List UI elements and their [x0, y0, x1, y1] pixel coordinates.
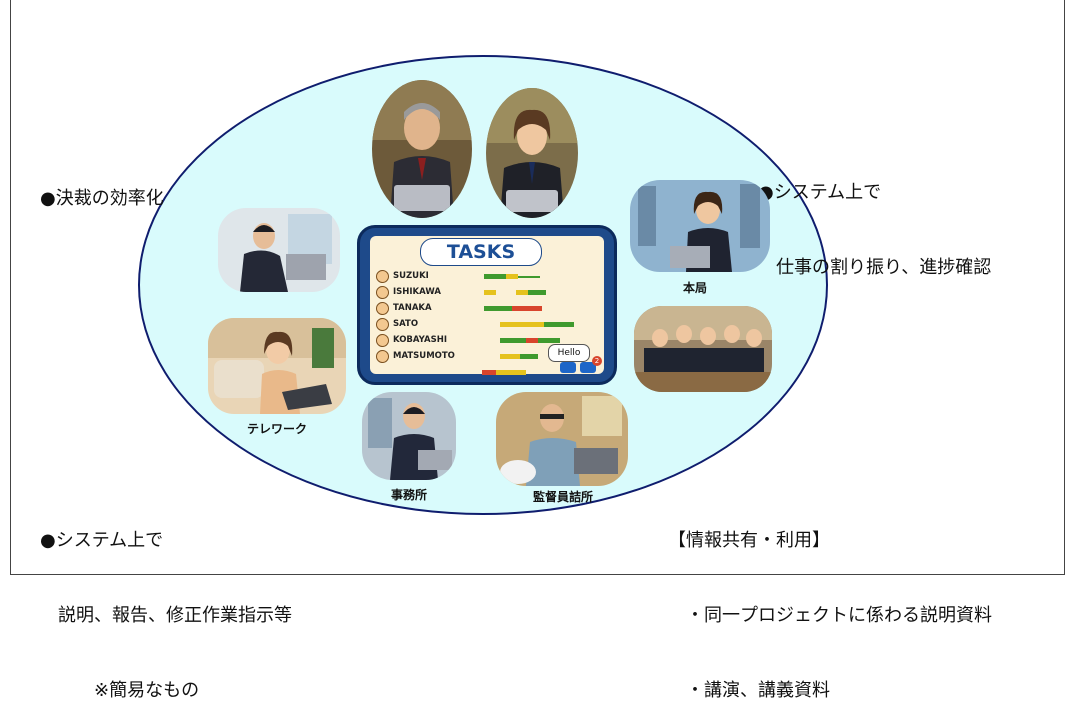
caption-telework: テレワーク	[246, 422, 307, 436]
gantt-bar	[528, 290, 546, 295]
office-worker-picture	[218, 208, 340, 292]
executive-senior-portrait	[372, 80, 472, 218]
message-icon	[580, 362, 596, 373]
task-row-name: TANAKA	[393, 303, 432, 313]
gantt-bar	[500, 338, 526, 343]
task-board-title: TASKS	[420, 238, 542, 266]
outer-frame	[10, 0, 1065, 575]
task-row-name: MATSUMOTO	[393, 351, 455, 361]
gantt-bar	[518, 276, 540, 278]
person-face-icon	[376, 302, 389, 315]
gantt-bar	[496, 370, 526, 375]
field-office-picture	[362, 392, 456, 480]
gantt-bar	[484, 290, 496, 295]
task-board-panel: TASKS SUZUKI ISHIKAWA TANAKA SATO KOBAYA…	[370, 236, 604, 375]
person-face-icon	[376, 350, 389, 363]
note-line: ※簡易なもの	[40, 680, 200, 701]
chat-bubble: Hello	[548, 344, 590, 362]
note-top-left: ●決裁の効率化	[40, 136, 164, 236]
gantt-bar	[520, 354, 538, 359]
gantt-bar	[526, 338, 538, 343]
gantt-bar	[512, 306, 542, 311]
task-row-name: SATO	[393, 319, 419, 329]
note-line: 仕事の割り振り、進捗確認	[758, 257, 992, 278]
gantt-bar	[506, 274, 518, 279]
gantt-bar	[516, 290, 528, 295]
chat-icon	[560, 362, 576, 373]
site-supervisor-picture	[496, 392, 628, 486]
note-bottom-left: ●システム上で 説明、報告、修正作業指示等 ※簡易なもの	[40, 478, 292, 728]
note-bottom-right: 【情報共有・利用】 ・同一プロジェクトに係わる説明資料 ・講演、講義資料	[668, 478, 992, 728]
person-face-icon	[376, 318, 389, 331]
person-face-icon	[376, 270, 389, 283]
person-face-icon	[376, 334, 389, 347]
caption-kantoku: 監督員詰所	[532, 490, 593, 504]
task-board: TASKS SUZUKI ISHIKAWA TANAKA SATO KOBAYA…	[357, 225, 617, 385]
gantt-bar	[500, 354, 520, 359]
note-line: ●システム上で	[758, 182, 882, 203]
gantt-bar	[482, 370, 496, 375]
gantt-bar	[500, 322, 544, 327]
caption-honkyoku: 本局	[682, 281, 707, 295]
note-line: ・同一プロジェクトに係わる説明資料	[668, 605, 992, 626]
telework-picture	[208, 318, 346, 414]
note-top-right: ●システム上で 仕事の割り振り、進捗確認	[758, 130, 991, 305]
task-row-name: SUZUKI	[393, 271, 429, 281]
note-line: ●決裁の効率化	[40, 188, 164, 209]
executive-woman-portrait	[486, 88, 578, 218]
task-row-name: ISHIKAWA	[393, 287, 441, 297]
gantt-bar	[484, 274, 506, 279]
note-line: ・講演、講義資料	[668, 680, 830, 701]
meeting-group-picture	[634, 306, 772, 392]
task-row-name: KOBAYASHI	[393, 335, 447, 345]
person-face-icon	[376, 286, 389, 299]
caption-jimusho: 事務所	[390, 488, 427, 502]
gantt-bar	[484, 306, 512, 311]
gantt-bar	[544, 322, 574, 327]
gantt-bar	[538, 338, 560, 343]
notification-badge: 2	[592, 356, 602, 366]
note-line: ●システム上で	[40, 530, 164, 551]
note-line: 説明、報告、修正作業指示等	[40, 605, 292, 626]
note-line: 【情報共有・利用】	[668, 530, 830, 551]
headquarters-picture	[630, 180, 770, 272]
